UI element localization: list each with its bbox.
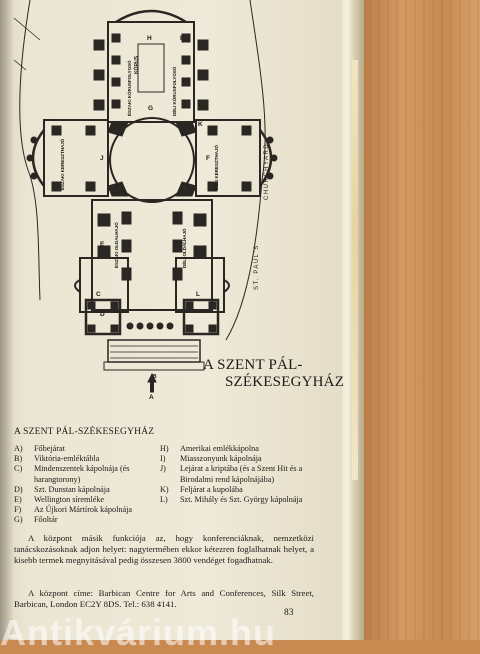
legend-item: H)Amerikai emlékkápolna [160,444,259,453]
legend-item: L)Szt. Mihály és Szt. György kápolnája [160,495,303,505]
plan-label-south-transept: DÉLI KERESZTHAJÓ [212,144,219,190]
legend-item: E)Wellington síremléke [14,495,105,505]
tower-piers [87,301,217,333]
chapel-apse-left [74,279,81,293]
plan-label-c: C [96,291,101,298]
plan-label-north-choir-aisle: ÉSZAKI KÓRUSFOLYOSÓ [125,60,132,116]
choir-stalls [137,43,165,93]
legend-left-column: A)Főbejárat B)Viktória-emléktábla C)Mind… [14,444,154,526]
plan-label-south-aisle: DÉLI OLDALHAJÓ [180,228,187,268]
body-paragraph-2: A központ címe: Barbican Centre for Arts… [14,588,314,609]
street-label-churchyard: CHURCHYARD [264,143,270,200]
legend-item: A)Főbejárat [14,444,65,453]
plan-label-a: A [149,394,154,401]
plan-label-l: L [196,291,200,298]
legend-item: C)Mindenszentek kápolnája (és harangtoro… [14,464,130,484]
wooden-surface [360,0,480,640]
south-west-tower [182,298,220,336]
south-west-chapel [175,257,225,313]
north-west-chapel [79,257,129,313]
legend-title: A SZENT PÁL-SZÉKESEGYHÁZ [14,427,155,437]
legend-item: I)Miasszonyunk kápolnája [160,454,262,464]
plan-caption-line-1: A SZENT PÁL- [203,357,303,373]
transept-piers [26,125,278,192]
plan-label-f: F [206,155,210,162]
plan-label-e: E [100,241,105,248]
page-number: 83 [284,608,294,618]
chapel-apse-right [223,279,230,293]
gutter-shadow [0,0,14,640]
page-edges [352,60,358,480]
plan-label-j: J [100,155,104,162]
south-transept-walls [195,119,261,197]
grounds-outline-left [19,0,41,301]
apse [115,9,187,24]
choir-piers [93,33,209,111]
plan-label-g: G [148,105,153,112]
legend-item: D)Szt. Dunstan kápolnája [14,484,110,494]
cathedral-floor-plan: H G KÓRUS ÉSZAKI KÓRUSFOLYOSÓ DÉLI KÓRUS… [13,0,278,401]
plan-label-choir: KÓRUS [132,55,140,74]
nave-walls [91,199,213,311]
plan-label-b: B [153,374,157,380]
west-steps [107,339,201,363]
north-west-tower [84,298,122,336]
plan-label-i: I [180,35,182,42]
body-paragraph-1: A központ másik funkciója az, hogy konfe… [14,533,314,565]
forecourt [103,361,205,371]
dome-piers [107,121,197,197]
entrance-arrow-icon [147,372,157,393]
book-page: H G KÓRUS ÉSZAKI KÓRUSFOLYOSÓ DÉLI KÓRUS… [0,0,345,640]
nave-piers [97,211,207,281]
plan-label-k: K [198,121,203,128]
legend-item: J)Lejárat a kriptába (és a Szent Hit és … [160,464,303,484]
watermark: Antikvárium.hu [0,612,277,653]
north-transept-walls [43,119,109,197]
legend-item: K)Feljárat a kupolába [160,484,243,494]
grounds-outline-right [225,0,266,341]
legend-item: F)Az Újkori Mártírok kápolnája [14,505,132,515]
plan-label-south-choir-aisle: DÉLI KÓRUSFOLYOSÓ [170,66,177,116]
plan-label-north-aisle: ÉSZAKI OLDALHAJÓ [112,222,119,268]
plan-label-north-transept: ÉSZAKI KERESZTHAJÓ [58,138,65,190]
grounds-path [13,17,41,71]
plan-caption: A SZENT PÁL- SZÉKESEGYHÁZ [203,357,345,391]
portico-columns [126,322,174,330]
plan-caption-line-2: SZÉKESEGYHÁZ [225,374,345,390]
dome-circle [109,117,195,203]
choir-walls [107,21,195,123]
street-label-st-pauls: ST. PAUL'S [254,244,260,290]
legend-item: G)Főoltár [14,515,58,525]
plan-label-h: H [147,35,152,42]
legend-item: B)Viktória-emléktábla [14,454,100,464]
plan-label-d: D [100,311,105,318]
wood-grain [360,0,480,640]
legend-right-column: H)Amerikai emlékkápolna I)Miasszonyunk k… [160,444,320,505]
